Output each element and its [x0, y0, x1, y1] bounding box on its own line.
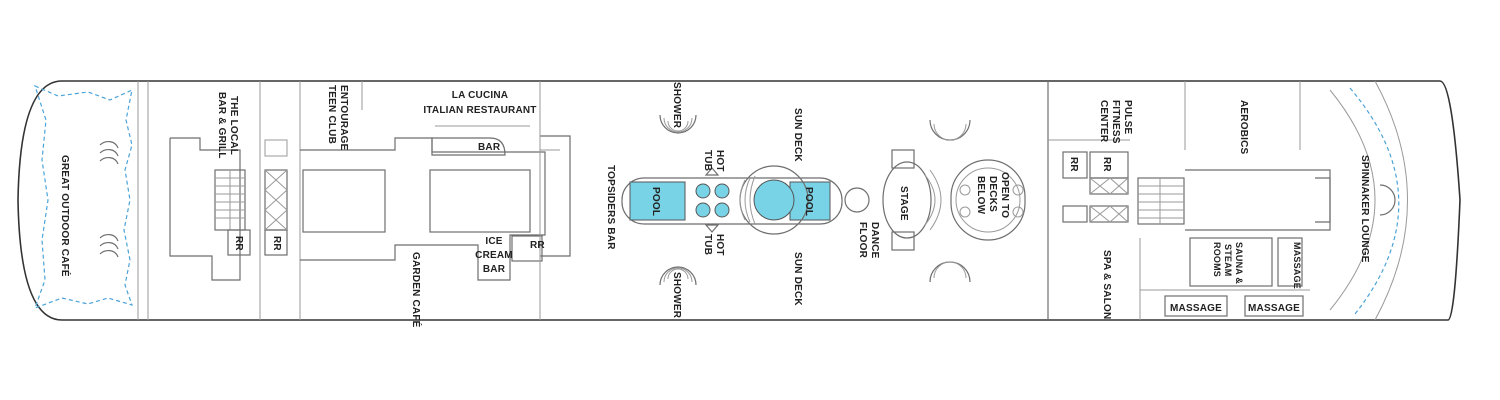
cafe-restaurant-structures: [300, 81, 571, 320]
label-topsiders-bar: TOPSIDERS BAR: [605, 165, 616, 250]
the-local-structures: [169, 81, 301, 320]
label-sun-deck-top: SUN DECK: [792, 108, 803, 162]
label-pulse-line1: PULSE: [1122, 100, 1133, 134]
pool-left-shape: [629, 181, 686, 221]
label-la-cucina-line1: LA CUCINA: [452, 90, 508, 101]
pool-deck-structures: [621, 114, 1026, 286]
label-entourage-line2: TEEN CLUB: [326, 85, 337, 144]
label-hot-tub-top-line1: HOT: [714, 150, 725, 172]
label-shower-bottom: SHOWER: [671, 272, 682, 319]
pool-right-shape: [789, 181, 831, 221]
label-pulse-line2: FITNESS: [1110, 100, 1121, 144]
label-hot-tub-top-line2: TUB: [702, 150, 713, 171]
label-dance-floor-line2: FLOOR: [857, 222, 868, 259]
label-rr-4: RR: [1068, 157, 1079, 172]
label-pulse-line3: CENTER: [1098, 100, 1109, 143]
label-spinnaker-lounge: SPINNAKER LOUNGE: [1359, 155, 1370, 263]
label-rr-1: RR: [233, 236, 244, 251]
spa-fitness-structures: [1047, 80, 1408, 321]
label-sauna-line2: STEAM: [1223, 244, 1233, 277]
label-sauna-line3: ROOMS: [1212, 242, 1222, 277]
label-dance-floor-line1: DANCE: [869, 222, 880, 259]
label-open-to-decks-line1: OPEN TO: [999, 172, 1010, 218]
label-the-local-line2: BAR & GRILL: [216, 92, 227, 159]
label-sauna-line1: SAUNA &: [1234, 242, 1244, 284]
label-open-to-decks-line2: DECKS: [987, 176, 998, 212]
label-la-cucina-line2: ITALIAN RESTAURANT: [423, 105, 536, 116]
label-ice-cream-line1: ICE: [485, 236, 502, 247]
label-bar: BAR: [478, 142, 501, 153]
cafe-dashed-outline: [34, 84, 133, 310]
label-rr-3: RR: [530, 240, 545, 251]
label-hot-tub-bottom-line1: HOT: [714, 234, 725, 256]
label-open-to-decks-line3: BELOW: [975, 176, 986, 215]
label-spa-salon: SPA & SALON: [1101, 250, 1112, 319]
label-aerobics: AEROBICS: [1238, 100, 1249, 155]
label-great-outdoor-cafe: GREAT OUTDOOR CAFÉ: [59, 155, 72, 277]
label-rr-2: RR: [271, 236, 282, 251]
label-garden-cafe: GARDEN CAFÉ: [410, 252, 423, 328]
label-ice-cream-line3: BAR: [483, 264, 506, 275]
label-pool-left: POOL: [650, 187, 661, 216]
label-massage-1: MASSAGE: [1170, 303, 1222, 314]
label-entourage-line1: ENTOURAGE: [338, 85, 349, 151]
label-the-local-line1: THE LOCAL: [228, 96, 239, 155]
label-ice-cream-line2: CREAM: [475, 250, 513, 261]
label-pool-right: POOL: [803, 187, 814, 216]
label-stage: STAGE: [898, 186, 909, 221]
label-massage-vertical: MASSAGE: [1292, 242, 1302, 289]
label-shower-top: SHOWER: [671, 82, 682, 129]
label-sun-deck-bottom: SUN DECK: [792, 252, 803, 306]
label-hot-tub-bottom-line2: TUB: [702, 234, 713, 255]
label-rr-5: RR: [1101, 157, 1112, 172]
cafe-stairs-icon: [99, 141, 119, 258]
label-massage-2: MASSAGE: [1248, 303, 1300, 314]
